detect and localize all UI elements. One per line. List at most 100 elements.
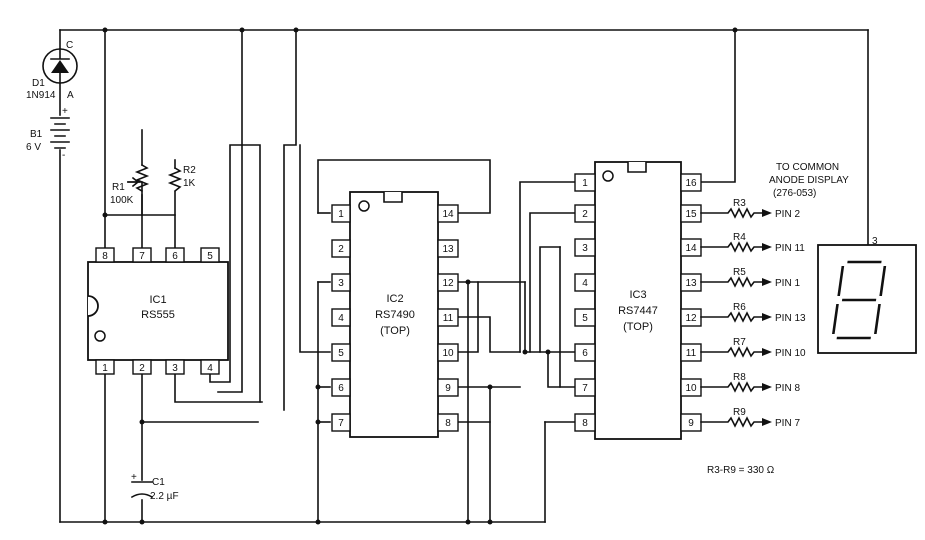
resistor-label: R3 [733,198,746,209]
display-pin-target: PIN 11 [775,243,805,254]
c1-plus: + [131,472,137,483]
ic3-pin-3: 3 [582,243,588,254]
ic1-pin-1: 1 [102,363,108,374]
ic1-pin-5: 5 [207,251,213,262]
display-caption-line2: ANODE DISPLAY [769,175,849,186]
resistor-r7 [700,346,763,358]
ic3-ref: IC3 [629,289,646,301]
ic1-rs555: IC1 RS555 8 7 6 5 1 2 3 4 [87,247,229,375]
ic2-pin-2: 2 [338,244,344,255]
resistor-r6 [700,311,763,323]
ic2-pin-1: 1 [338,209,344,220]
ic2-pin-11: 11 [443,313,454,324]
b1-value: 6 V [26,142,41,153]
r1-value: 100K [110,195,134,206]
ic3-pin-11: 11 [686,348,697,359]
arrow-icon [762,418,772,426]
c1-ref: C1 [152,477,165,488]
r2-value: 1K [183,178,196,189]
ic2-pin-12: 12 [442,278,454,289]
arrow-icon [762,278,772,286]
ic2-pin-3: 3 [338,278,344,289]
ic3-pin-1: 1 [582,178,588,189]
ic1-part: RS555 [141,309,175,321]
d1-cathode-label: C [66,40,73,51]
r2-ref: R2 [183,165,196,176]
seven-segment-display: TO COMMON ANODE DISPLAY (276-053) 3 [769,162,917,354]
ic3-note: (TOP) [623,321,653,333]
wires [59,29,869,523]
resistor-value-note: R3-R9 = 330 Ω [707,465,775,476]
d1-anode-label: A [67,90,74,101]
b1-plus: + [62,106,68,117]
resistor-r5 [700,276,763,288]
ic3-pin-16: 16 [685,178,697,189]
display-caption-line3: (276-053) [773,188,816,199]
b1-minus: - [62,150,65,161]
resistor-r2: R2 1K [167,165,196,193]
ic2-ref: IC2 [386,293,403,305]
capacitor-c1: + C1 2.2 µF [130,472,179,502]
ic2-pin-7: 7 [338,418,344,429]
ic3-pin-14: 14 [685,243,697,254]
ic3-pin-4: 4 [582,278,588,289]
arrow-icon [762,209,772,217]
battery-b1: + - B1 6 V [26,106,70,161]
ic1-pin-8: 8 [102,251,108,262]
ic2-pin-10: 10 [442,348,454,359]
ic3-part: RS7447 [618,305,658,317]
resistor-label: R6 [733,302,746,313]
ic1-pin-4: 4 [207,363,213,374]
resistor-label: R5 [733,267,746,278]
display-pin-target: PIN 2 [775,209,800,220]
resistor-label: R7 [733,337,746,348]
arrow-icon [762,243,772,251]
resistor-label: R8 [733,372,746,383]
resistor-label: R4 [733,232,746,243]
ic1-ref: IC1 [149,294,166,306]
ic1-pin-6: 6 [172,251,178,262]
d1-ref: D1 [32,78,45,89]
ic1-pin-7: 7 [139,251,145,262]
arrow-icon [762,383,772,391]
arrow-icon [762,348,772,356]
ic2-note: (TOP) [380,325,410,337]
junctions [102,27,738,525]
resistor-r3 [700,207,763,219]
arrow-icon [762,313,772,321]
display-pin-target: PIN 8 [775,383,800,394]
display-pin-target: PIN 7 [775,418,800,429]
ic3-pin-13: 13 [685,278,697,289]
potentiometer-r1: R1 100K [110,163,150,206]
ic2-pin-5: 5 [338,348,344,359]
ic3-pin-2: 2 [582,209,588,220]
ic2-part: RS7490 [375,309,415,321]
ic3-pin-12: 12 [685,313,697,324]
ic3-pin-5: 5 [582,313,588,324]
ic3-pin-15: 15 [685,209,697,220]
ic2-pin-9: 9 [445,383,451,394]
ic2-pin-14: 14 [442,209,454,220]
display-anode-pin: 3 [872,236,878,247]
ic3-rs7447: IC3 RS7447 (TOP) 1 2 3 4 5 6 7 8 16 15 1… [574,161,702,440]
d1-part: 1N914 [26,90,56,101]
digit-eight-icon [832,260,887,340]
ic2-rs7490: IC2 RS7490 (TOP) 1 2 3 4 5 6 7 14 13 12 … [331,191,459,438]
display-pin-target: PIN 1 [775,278,800,289]
ic3-pin-6: 6 [582,348,588,359]
ic3-pin-7: 7 [582,383,588,394]
ic3-pin-8: 8 [582,418,588,429]
display-pin-target: PIN 10 [775,348,806,359]
ic3-pin-10: 10 [685,383,697,394]
display-caption-line1: TO COMMON [776,162,839,173]
resistor-r8 [700,381,763,393]
